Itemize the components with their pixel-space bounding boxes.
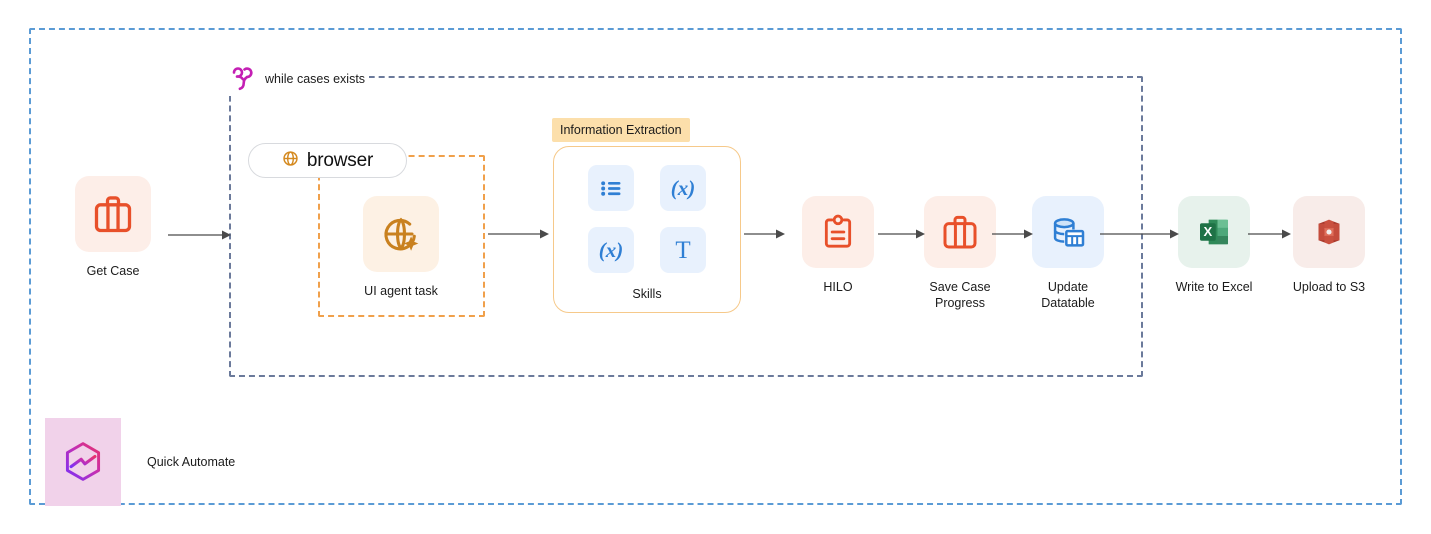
skill-formula-label-2: (x) (598, 237, 624, 262)
browser-pill-label: browser (306, 149, 374, 171)
node-ui-agent-task[interactable]: UI agent task (346, 196, 456, 299)
update-datatable-label: Update Datatable (1041, 280, 1095, 310)
node-save-case-progress[interactable]: Save Case Progress (905, 196, 1015, 311)
loop-boundary (229, 76, 1143, 377)
arrow-hilo-to-save-case (878, 228, 926, 240)
clipboard-icon (824, 214, 852, 248)
node-write-to-excel[interactable]: X Write to Excel (1159, 196, 1269, 295)
loop-icon (228, 64, 258, 94)
node-get-case[interactable]: Get Case (58, 176, 168, 279)
node-hilo[interactable]: HILO (783, 196, 893, 295)
workflow-boundary (29, 28, 1402, 505)
arrow-get-case-to-loop (168, 229, 232, 241)
information-extraction-tag: Information Extraction (552, 118, 690, 142)
hilo-tile (802, 196, 874, 268)
legend-label: Quick Automate (147, 455, 236, 469)
loop-header: while cases exists (228, 62, 370, 96)
arrow-save-case-to-datatable (992, 228, 1034, 240)
globe-icon (282, 150, 299, 172)
skills-grid: (x) (x) T (554, 165, 740, 273)
legend: Quick Automate (45, 418, 235, 506)
get-case-label: Get Case (86, 264, 140, 278)
upload-to-s3-tile (1293, 196, 1365, 268)
briefcase-icon (94, 196, 132, 233)
update-datatable-tile (1032, 196, 1104, 268)
skill-formula-label-1: (x) (670, 175, 696, 200)
arrow-datatable-to-excel (1100, 228, 1180, 240)
skills-group[interactable]: (x) (x) T Skills (553, 146, 741, 313)
ui-agent-task-tile (363, 196, 439, 272)
arrow-skills-to-hilo (744, 228, 786, 240)
briefcase-icon (943, 215, 977, 249)
hilo-label: HILO (823, 280, 853, 294)
globe-spark-icon (384, 217, 419, 251)
save-case-label: Save Case Progress (929, 280, 991, 310)
upload-to-s3-label: Upload to S3 (1292, 280, 1366, 294)
skill-text-icon[interactable]: T (660, 227, 706, 273)
get-case-tile (75, 176, 151, 252)
write-to-excel-label: Write to Excel (1175, 280, 1253, 294)
save-case-tile (924, 196, 996, 268)
write-to-excel-tile: X (1178, 196, 1250, 268)
svg-text:X: X (1204, 224, 1213, 239)
skill-list-icon[interactable] (588, 165, 634, 211)
loop-label: while cases exists (265, 72, 366, 86)
skill-text-label: T (675, 236, 691, 264)
s3-icon (1318, 219, 1340, 245)
skill-formula-icon-1[interactable]: (x) (660, 165, 706, 211)
arrow-excel-to-s3 (1248, 228, 1292, 240)
arrow-browser-to-skills (488, 228, 550, 240)
quick-automate-icon (65, 442, 101, 481)
node-update-datatable[interactable]: Update Datatable (1013, 196, 1123, 311)
skills-caption: Skills (632, 287, 662, 301)
node-upload-to-s3[interactable]: Upload to S3 (1274, 196, 1384, 295)
datatable-icon (1053, 218, 1085, 247)
skill-formula-icon-2[interactable]: (x) (588, 227, 634, 273)
browser-pill[interactable]: browser (248, 143, 407, 178)
quick-automate-tile (45, 418, 121, 506)
excel-icon: X (1200, 219, 1228, 245)
ui-agent-task-label: UI agent task (364, 284, 438, 298)
